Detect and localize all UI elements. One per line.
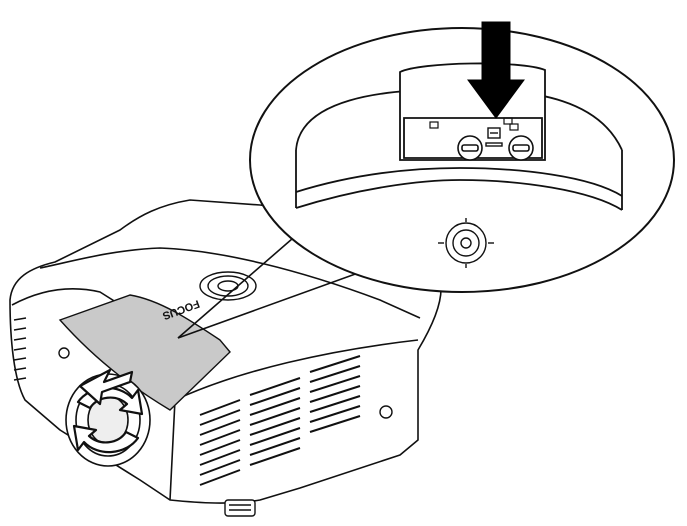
magnified-view: [249, 21, 675, 293]
focus-zoom-dial[interactable]: [199, 271, 257, 301]
vent-grill-side: [199, 355, 361, 486]
lens-shift-knob-vertical[interactable]: [457, 135, 483, 161]
navigation-keypad[interactable]: [445, 222, 487, 264]
down-arrow-icon: [467, 21, 525, 119]
panel-indicator-marks: [429, 117, 519, 131]
front-ir-sensor: [58, 347, 70, 359]
lens-shift-knob-horizontal[interactable]: [508, 135, 534, 161]
vent-grill-front: [13, 317, 27, 381]
diagonal-arrow-icon: [78, 368, 134, 406]
lens-shift-cover-panel[interactable]: [58, 294, 231, 411]
lock-tab-icon[interactable]: [485, 127, 503, 147]
callout-leader-lines: [177, 231, 373, 339]
side-ir-sensor: [379, 405, 393, 419]
keypad-direction-marks: [438, 218, 494, 268]
adjustable-foot[interactable]: [224, 499, 256, 517]
